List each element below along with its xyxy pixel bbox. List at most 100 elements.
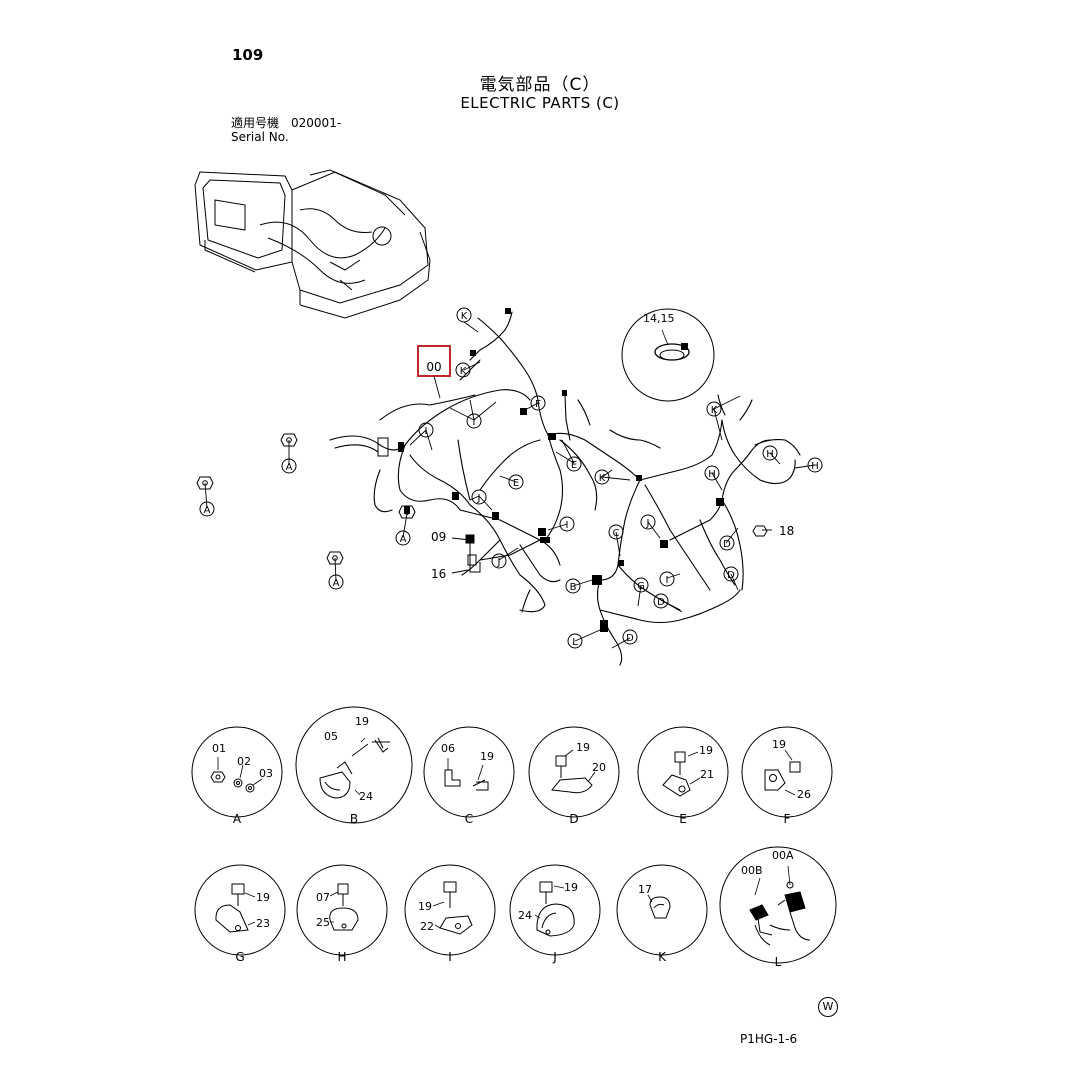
svg-text:J: J	[646, 518, 650, 529]
nut-icons	[196, 433, 416, 565]
detail-14-15-label: 14,15	[643, 312, 675, 325]
ref-bubble-j2: J	[491, 553, 507, 569]
detail-g	[194, 864, 286, 956]
ref-bubble-a4: A	[328, 574, 344, 590]
detail-c-part-2: 19	[480, 750, 494, 763]
excavator-inset-illustration	[194, 169, 431, 319]
ref-bubble-h3: H	[807, 457, 823, 473]
serial-label-ja: 適用号機	[231, 116, 280, 130]
detail-i-part-2: 22	[420, 920, 434, 933]
svg-text:K: K	[460, 366, 467, 377]
ref-bubble-d3: D	[719, 535, 735, 551]
detail-a-part-1: 01	[212, 742, 226, 755]
svg-text:K: K	[461, 311, 468, 322]
ref-bubble-i2: I	[418, 422, 434, 438]
detail-g-letter: G	[235, 950, 244, 964]
part-09-16-bracket	[465, 534, 481, 573]
detail-l	[719, 846, 837, 964]
ref-bubble-j1: J	[471, 489, 487, 505]
svg-text:D: D	[626, 633, 634, 644]
doc-code: P1HG-1-6	[740, 1032, 798, 1046]
svg-text:E: E	[513, 478, 519, 489]
detail-a-part-3: 03	[259, 767, 273, 780]
svg-text:C: C	[613, 528, 620, 539]
detail-l-part-2: 00A	[772, 849, 794, 862]
detail-i	[404, 864, 496, 956]
part-18-bolt	[752, 525, 768, 537]
detail-h-part-2: 25	[316, 916, 330, 929]
ref-bubbles: K K I I F E E J I J K C J B G I D L D D …	[199, 307, 823, 649]
svg-text:A: A	[333, 578, 340, 589]
detail-l-part-1: 00B	[741, 864, 763, 877]
detail-b-part-3: 24	[359, 790, 373, 803]
ref-bubble-e2: E	[508, 474, 524, 490]
ref-bubble-d1: D	[653, 593, 669, 609]
svg-text:D: D	[657, 597, 665, 608]
detail-j	[509, 864, 601, 956]
detail-a-part-2: 02	[237, 755, 251, 768]
ref-bubble-i3: I	[559, 516, 575, 532]
ref-bubble-f: F	[530, 395, 546, 411]
detail-c-part-1: 06	[441, 742, 455, 755]
detail-d-part-1: 19	[576, 741, 590, 754]
detail-e-part-2: 21	[700, 768, 714, 781]
detail-g-part-1: 19	[256, 891, 270, 904]
detail-labels: 01 02 03 A 19 05 24 B 06 19 C 19 20 D 19…	[212, 715, 811, 969]
detail-circles	[191, 706, 837, 964]
detail-k-letter: K	[658, 950, 667, 964]
svg-text:J: J	[477, 493, 481, 504]
detail-f	[741, 726, 833, 818]
svg-text:K: K	[711, 405, 718, 416]
svg-text:H: H	[766, 449, 774, 460]
detail-f-part-1: 19	[772, 738, 786, 751]
detail-i-part-1: 19	[418, 900, 432, 913]
ref-bubble-e1: E	[566, 456, 582, 472]
ref-bubble-a3: A	[395, 530, 411, 546]
detail-l-letter: L	[775, 955, 782, 969]
svg-text:H: H	[811, 461, 819, 472]
ref-bubble-i4: I	[659, 571, 675, 587]
part-label-18: 18	[779, 524, 794, 538]
svg-text:A: A	[286, 462, 293, 473]
ref-bubble-a2: A	[199, 501, 215, 517]
highlighted-part-label: 00	[426, 360, 441, 374]
svg-text:H: H	[708, 469, 716, 480]
ref-bubble-l: L	[567, 633, 583, 649]
detail-b	[295, 706, 413, 824]
detail-d-part-2: 20	[592, 761, 606, 774]
detail-j-part-1: 19	[564, 881, 578, 894]
ref-bubble-a1: A	[281, 458, 297, 474]
maker-mark: W	[818, 997, 838, 1017]
page-title-ja: 電気部品（C）	[479, 75, 601, 95]
svg-text:I: I	[425, 426, 428, 437]
ref-bubble-h2: H	[762, 445, 778, 461]
svg-text:J: J	[497, 557, 501, 568]
detail-b-part-1: 19	[355, 715, 369, 728]
detail-d-letter: D	[569, 812, 578, 826]
svg-text:I: I	[473, 417, 476, 428]
detail-j-part-2: 24	[518, 909, 532, 922]
detail-b-letter: B	[350, 812, 358, 826]
svg-text:G: G	[637, 581, 645, 592]
detail-a	[191, 726, 283, 818]
detail-c-letter: C	[465, 812, 473, 826]
detail-e-letter: E	[679, 812, 687, 826]
ref-bubble-c: C	[608, 524, 624, 540]
detail-g-part-2: 23	[256, 917, 270, 930]
detail-b-part-2: 05	[324, 730, 338, 743]
page-number: 109	[232, 46, 264, 64]
svg-text:E: E	[571, 460, 577, 471]
svg-text:L: L	[572, 637, 578, 648]
serial-label-en: Serial No.	[231, 130, 289, 144]
detail-e-part-1: 19	[699, 744, 713, 757]
detail-a-letter: A	[233, 812, 242, 826]
ref-bubble-j3: J	[640, 514, 656, 530]
detail-j-letter: J	[552, 950, 557, 964]
ref-bubble-b: B	[565, 578, 581, 594]
svg-text:F: F	[535, 399, 541, 410]
detail-k	[616, 864, 708, 956]
ref-bubble-g: G	[633, 577, 649, 593]
ref-bubble-k1: K	[456, 307, 472, 323]
